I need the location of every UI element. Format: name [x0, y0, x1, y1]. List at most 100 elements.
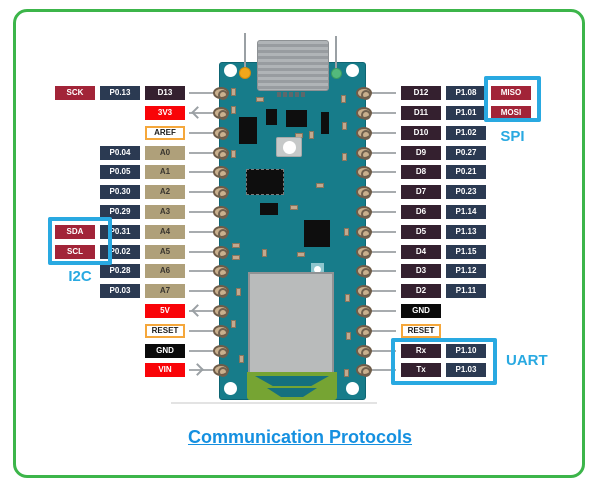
- connector-line: [189, 363, 219, 376]
- led-wire-left: [244, 33, 246, 72]
- pin-label-gnd: GND: [145, 344, 185, 358]
- pin-label-sck: SCK: [55, 86, 95, 100]
- castellated-pin: [356, 206, 372, 219]
- connector-line: [372, 132, 396, 134]
- pin-label-p1-14: P1.14: [446, 205, 486, 219]
- connector-line: [372, 369, 396, 371]
- mounting-hole-bottom-left: [224, 382, 237, 395]
- connector-line: [189, 152, 219, 154]
- pin-label-p0-29: P0.29: [100, 205, 140, 219]
- pin-label-sda: SDA: [55, 225, 95, 239]
- castellated-pin: [213, 166, 229, 179]
- pin-label-miso: MISO: [491, 86, 531, 100]
- led-wire-right: [335, 36, 337, 73]
- castellated-pin: [213, 246, 229, 259]
- pin-label-5v: 5V: [145, 304, 185, 318]
- castellated-pin: [213, 226, 229, 239]
- passive-component: [344, 369, 349, 377]
- connector-line: [189, 330, 219, 332]
- pin-row: P0.30 A2: [50, 185, 219, 199]
- mounting-hole-top-left: [224, 64, 237, 77]
- pin-label-p0-13: P0.13: [100, 86, 140, 100]
- pin-label-p1-11: P1.11: [446, 284, 486, 298]
- connector-line: [372, 231, 396, 233]
- pin-label-a0: A0: [145, 146, 185, 160]
- pin-label-d9: D9: [401, 146, 441, 160]
- pin-label-vin: VIN: [145, 363, 185, 377]
- arrow-out-icon: [191, 106, 204, 119]
- castellated-pin: [356, 226, 372, 239]
- antenna-chevron-icon: [255, 376, 329, 386]
- orange-led-icon: [240, 68, 250, 78]
- border-frame: [13, 9, 585, 478]
- connector-line: [189, 171, 219, 173]
- pin-label-scl: SCL: [55, 245, 95, 259]
- pin-row: RESET: [372, 324, 542, 338]
- pin-label-a2: A2: [145, 185, 185, 199]
- ic-chip: [266, 109, 277, 125]
- connector-line: [189, 92, 219, 94]
- spi-highlight-box: [484, 76, 541, 122]
- uart-highlight-box: [391, 338, 497, 385]
- i2c-label: I2C: [68, 268, 92, 285]
- connector-line: [189, 304, 219, 317]
- passive-component: [256, 97, 264, 102]
- pin-label-p0-27: P0.27: [446, 146, 486, 160]
- pin-row: AREF: [50, 126, 219, 140]
- spi-label: SPI: [500, 128, 525, 145]
- castellated-pin: [356, 364, 372, 377]
- ic-chip: [321, 112, 329, 134]
- castellated-pin: [213, 285, 229, 298]
- pin-label-reset: RESET: [401, 324, 441, 338]
- connector-line: [189, 106, 219, 119]
- passive-component: [290, 205, 298, 210]
- pin-label-d6: D6: [401, 205, 441, 219]
- passive-component: [342, 153, 347, 161]
- pin-label-mosi: MOSI: [491, 106, 531, 120]
- pin-row: RESET: [50, 324, 219, 338]
- pin-label-p0-28: P0.28: [100, 264, 140, 278]
- pin-row: D8 P0.21: [372, 165, 542, 179]
- pin-label-d7: D7: [401, 185, 441, 199]
- castellated-pin: [356, 246, 372, 259]
- mounting-hole-top-right: [346, 64, 359, 77]
- pin-label-p0-03: P0.03: [100, 284, 140, 298]
- connector-line: [189, 132, 219, 134]
- connector-line: [189, 211, 219, 213]
- pin-label-d3: D3: [401, 264, 441, 278]
- castellated-pin: [213, 87, 229, 100]
- pin-label-d5: D5: [401, 225, 441, 239]
- ic-chip: [286, 110, 307, 127]
- pin-label-p1-13: P1.13: [446, 225, 486, 239]
- ic-chip: [239, 117, 257, 144]
- castellated-pin: [356, 285, 372, 298]
- diagram-title[interactable]: Communication Protocols: [187, 427, 412, 447]
- castellated-pin: [356, 127, 372, 140]
- pin-label-a1: A1: [145, 165, 185, 179]
- pin-label-p0-21: P0.21: [446, 165, 486, 179]
- pin-label-d8: D8: [401, 165, 441, 179]
- pin-label-rx: Rx: [401, 344, 441, 358]
- pin-label-p0-30: P0.30: [100, 185, 140, 199]
- passive-component: [231, 106, 236, 114]
- pin-label-reset: RESET: [145, 324, 185, 338]
- reset-button-cap: [283, 141, 296, 154]
- pin-label-tx: Tx: [401, 363, 441, 377]
- connector-line: [189, 251, 219, 253]
- passive-component: [236, 288, 241, 296]
- pin-label-a3: A3: [145, 205, 185, 219]
- connector-line: [372, 290, 396, 292]
- pin-row: D5 P1.13: [372, 225, 542, 239]
- castellated-pin: [213, 364, 229, 377]
- mounting-hole-bottom-right: [346, 382, 359, 395]
- pin-label-p1-03: P1.03: [446, 363, 486, 377]
- ic-chip: [304, 220, 330, 247]
